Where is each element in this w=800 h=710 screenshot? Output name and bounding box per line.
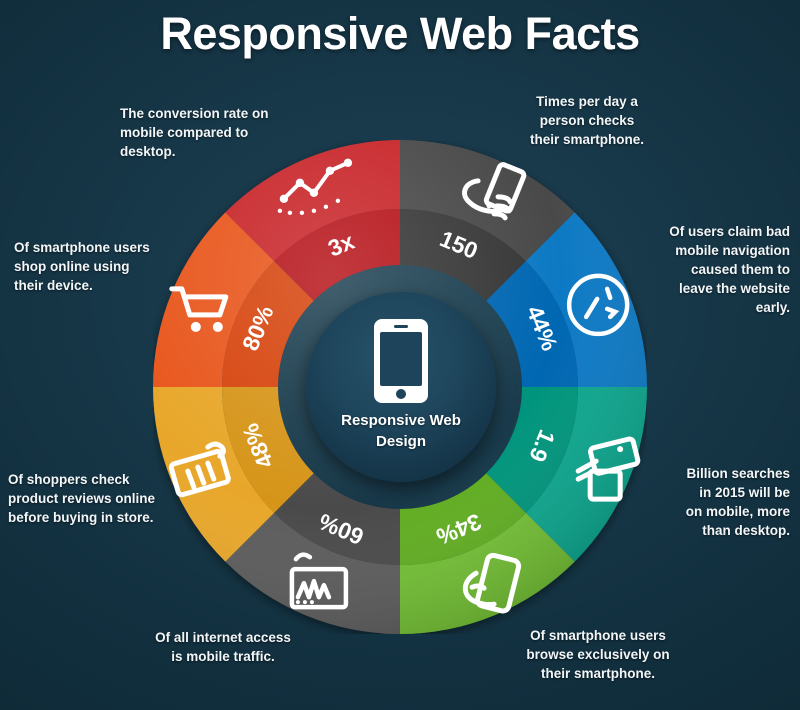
callout-line: their smartphone. [540,666,656,681]
callout-line: browse exclusively on [526,647,670,662]
callout-shop-online: Of smartphone users shop online using th… [14,238,194,295]
broken-compass-icon [566,273,630,337]
callout-product-reviews: Of shoppers check product reviews online… [8,470,194,527]
callout-line: person checks [539,113,635,128]
center-label-line2: Design [375,433,426,450]
callout-line: on mobile, more [685,504,790,519]
tablet-reviews-icon [168,441,231,498]
callout-bad-navigation: Of users claim bad mobile navigation cau… [622,222,790,317]
callout-line: before buying in store. [8,510,154,525]
monitor-chart-icon [289,552,349,610]
callout-line: is mobile traffic. [171,649,275,664]
callout-line: shop online using [14,259,130,274]
callout-line: early. [755,300,790,315]
callout-line: The conversion rate on [120,106,269,121]
page-title: Responsive Web Facts [160,8,640,59]
callout-line: their device. [14,278,93,293]
center-hub: Responsive Web Design [306,292,496,482]
line-chart-icon [277,158,353,216]
callout-line: Of users claim bad [669,224,790,239]
callout-line: caused them to [690,262,790,277]
shopping-cart-icon [169,286,229,332]
center-label-line1: Responsive Web [341,412,461,429]
callout-line: Of shoppers check [8,472,130,487]
smartphone-icon [373,318,429,404]
callout-line: mobile navigation [675,243,790,258]
callout-line: Times per day a [536,94,638,109]
callout-line: than desktop. [702,523,790,538]
callout-line: Billion searches [686,466,790,481]
callout-line: product reviews online [8,491,156,506]
hand-holding-phone-icon [462,162,527,221]
callout-line: Of smartphone users [14,240,150,255]
phone-swipe-icon [462,552,522,614]
callout-browse-exclusively: Of smartphone users browse exclusively o… [500,626,696,683]
callout-line: mobile compared to [120,125,249,140]
tablet-hand-icon [575,436,641,502]
center-label: Responsive Web Design [306,410,496,452]
donut-icon-layer [168,158,641,614]
callout-billion-searches: Billion searches in 2015 will be on mobi… [630,464,790,540]
callout-line: in 2015 will be [699,485,790,500]
callout-line: leave the website [678,281,790,296]
